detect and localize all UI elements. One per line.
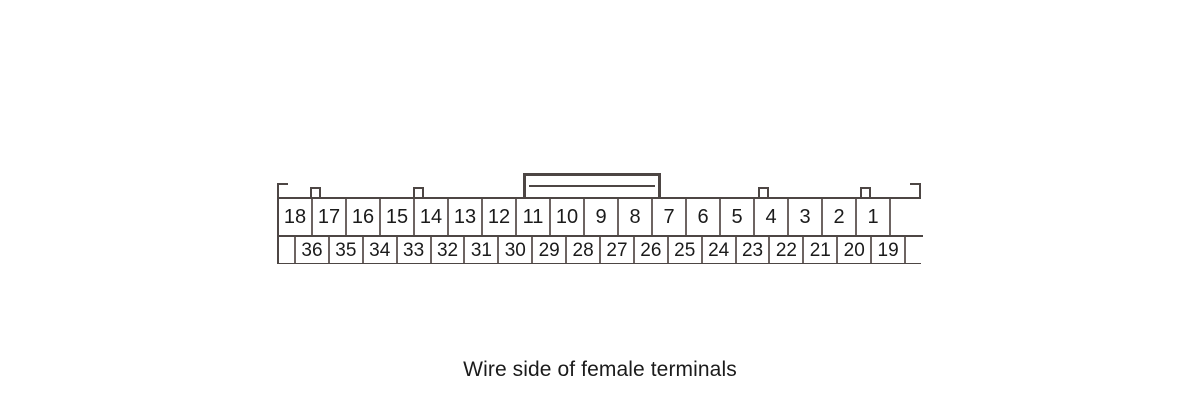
- diagram-caption: Wire side of female terminals: [463, 358, 737, 381]
- pin-cell[interactable]: 17: [313, 199, 347, 235]
- top-pin-row: 18 17 16 15 14 13 12 11 10 9 8 7 6 5 4 3…: [279, 199, 923, 235]
- corner-riser-right: [910, 183, 921, 198]
- top-edge-notch-2: [413, 187, 424, 198]
- pin-cell[interactable]: 14: [415, 199, 449, 235]
- connector-housing: 18 17 16 15 14 13 12 11 10 9 8 7 6 5 4 3…: [277, 197, 924, 264]
- pin-cell[interactable]: 13: [449, 199, 483, 235]
- connector-top-edge: [277, 172, 921, 198]
- pin-cell[interactable]: 32: [431, 237, 466, 263]
- pin-cell[interactable]: 9: [585, 199, 619, 235]
- pin-cell[interactable]: 29: [533, 237, 568, 263]
- pin-cell[interactable]: 15: [381, 199, 415, 235]
- pin-cell[interactable]: 31: [465, 237, 500, 263]
- center-latch-bracket: [523, 173, 661, 198]
- pin-cell[interactable]: 18: [279, 199, 313, 235]
- pin-cell[interactable]: 25: [668, 237, 703, 263]
- pin-cell[interactable]: 27: [601, 237, 635, 263]
- pin-cell-blank-end: [906, 237, 924, 263]
- corner-riser-left: [277, 183, 288, 198]
- bottom-pin-row: 36 35 34 33 32 31 30 29 28 27 26 25 24 2…: [279, 235, 924, 263]
- pin-cell[interactable]: 1: [857, 199, 891, 235]
- pin-cell-blank: [891, 199, 923, 235]
- pin-cell[interactable]: 26: [634, 237, 669, 263]
- pin-cell[interactable]: 11: [517, 199, 551, 235]
- pin-cell-blank-start: [279, 237, 296, 263]
- pin-cell[interactable]: 8: [619, 199, 653, 235]
- pin-cell[interactable]: 30: [499, 237, 534, 263]
- pin-cell[interactable]: 20: [838, 237, 873, 263]
- center-latch-bracket-inner: [529, 185, 655, 198]
- pin-cell[interactable]: 22: [770, 237, 805, 263]
- pin-cell[interactable]: 28: [567, 237, 602, 263]
- connector-diagram: 18 17 16 15 14 13 12 11 10 9 8 7 6 5 4 3…: [277, 172, 924, 264]
- pin-cell[interactable]: 34: [363, 237, 398, 263]
- pin-cell[interactable]: 24: [702, 237, 737, 263]
- pin-cell[interactable]: 21: [804, 237, 839, 263]
- pin-cell[interactable]: 4: [755, 199, 789, 235]
- pin-cell[interactable]: 16: [347, 199, 381, 235]
- pin-cell[interactable]: 7: [653, 199, 687, 235]
- top-edge-notch-4: [860, 187, 871, 198]
- top-edge-notch-1: [310, 187, 321, 198]
- pin-cell[interactable]: 2: [823, 199, 857, 235]
- pin-cell[interactable]: 23: [736, 237, 771, 263]
- pin-cell[interactable]: 12: [483, 199, 517, 235]
- pin-cell[interactable]: 6: [687, 199, 721, 235]
- pin-cell[interactable]: 19: [872, 237, 907, 263]
- pin-cell[interactable]: 3: [789, 199, 823, 235]
- pin-cell[interactable]: 35: [329, 237, 364, 263]
- pin-cell[interactable]: 5: [721, 199, 755, 235]
- pin-cell[interactable]: 33: [397, 237, 432, 263]
- top-edge-notch-3: [758, 187, 769, 198]
- pin-cell[interactable]: 10: [551, 199, 585, 235]
- pin-cell[interactable]: 36: [296, 237, 330, 263]
